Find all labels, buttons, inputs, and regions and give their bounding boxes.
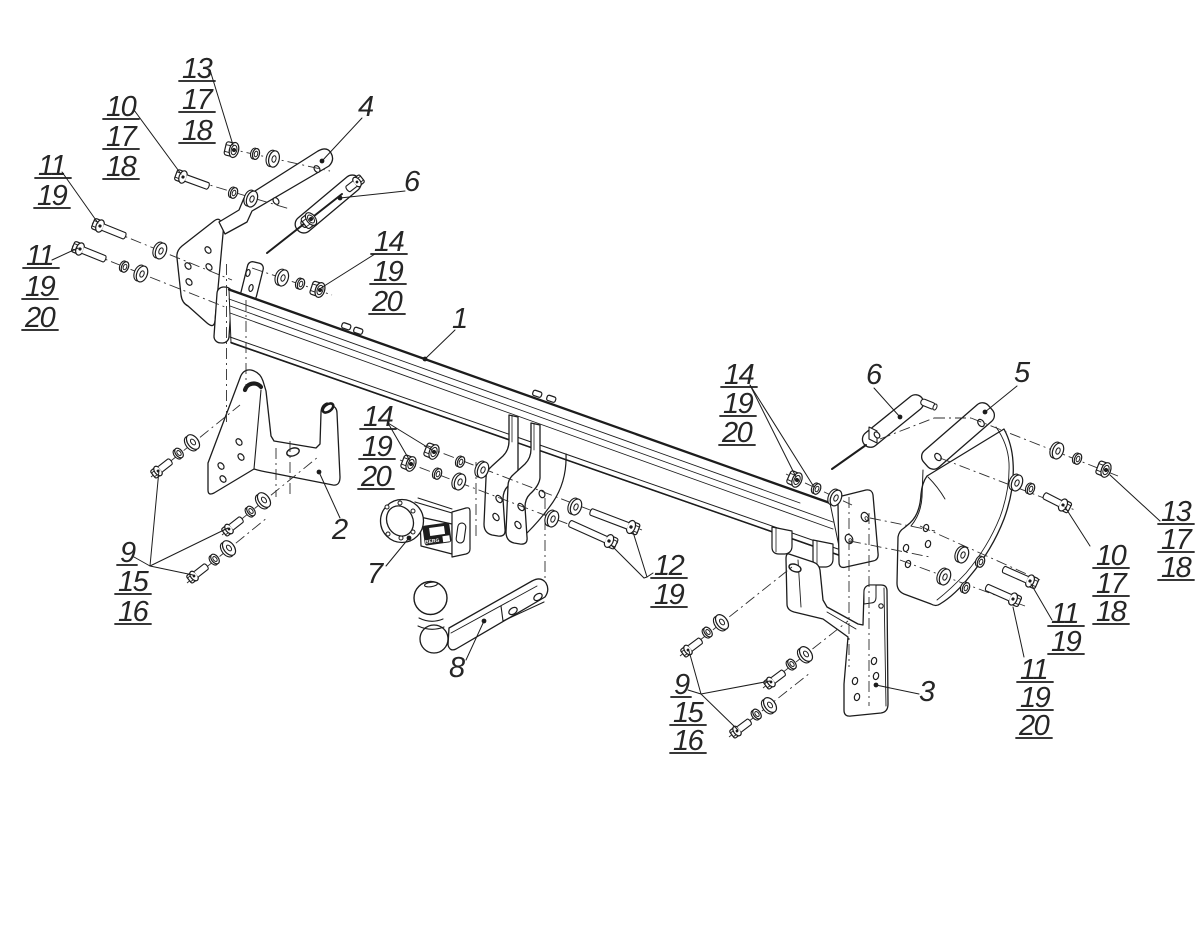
svg-text:1: 1 [452, 303, 467, 335]
svg-text:BERG: BERG [425, 538, 440, 546]
svg-text:20: 20 [721, 417, 753, 449]
svg-text:14: 14 [374, 226, 405, 258]
svg-text:9: 9 [120, 537, 136, 569]
svg-text:11: 11 [26, 240, 53, 272]
svg-text:10: 10 [1096, 540, 1127, 572]
svg-text:13: 13 [182, 53, 213, 85]
svg-text:4: 4 [358, 91, 374, 123]
svg-text:17: 17 [182, 84, 215, 116]
svg-text:19: 19 [1051, 626, 1082, 658]
svg-text:19: 19 [723, 388, 754, 420]
svg-text:16: 16 [673, 725, 705, 757]
svg-text:2: 2 [331, 514, 348, 546]
svg-text:18: 18 [182, 115, 213, 147]
svg-text:19: 19 [362, 431, 393, 463]
svg-text:9: 9 [674, 669, 690, 701]
svg-text:19: 19 [373, 256, 404, 288]
svg-text:8: 8 [449, 652, 465, 684]
svg-text:6: 6 [866, 359, 883, 391]
svg-text:19: 19 [654, 579, 685, 611]
svg-text:20: 20 [1018, 710, 1050, 742]
svg-text:17: 17 [106, 121, 139, 153]
svg-text:19: 19 [25, 271, 56, 303]
svg-text:18: 18 [1096, 596, 1127, 628]
svg-text:5: 5 [1014, 357, 1031, 389]
svg-text:12: 12 [654, 550, 685, 582]
svg-text:17: 17 [1161, 524, 1194, 556]
svg-text:19: 19 [1020, 682, 1051, 714]
svg-text:15: 15 [118, 566, 150, 598]
svg-text:6: 6 [404, 166, 421, 198]
svg-text:13: 13 [1161, 496, 1192, 528]
svg-text:19: 19 [37, 180, 68, 212]
svg-text:3: 3 [919, 676, 935, 708]
svg-text:20: 20 [360, 461, 392, 493]
svg-text:7: 7 [367, 558, 385, 590]
svg-text:17: 17 [1096, 568, 1129, 600]
svg-text:16: 16 [118, 596, 150, 628]
svg-text:11: 11 [38, 150, 65, 182]
svg-text:18: 18 [106, 151, 137, 183]
svg-text:10: 10 [106, 91, 137, 123]
svg-text:18: 18 [1161, 552, 1192, 584]
svg-text:20: 20 [371, 286, 403, 318]
svg-text:15: 15 [673, 697, 705, 729]
svg-text:20: 20 [24, 302, 56, 334]
svg-text:11: 11 [1020, 654, 1047, 686]
svg-text:14: 14 [363, 401, 394, 433]
svg-text:11: 11 [1051, 598, 1078, 630]
